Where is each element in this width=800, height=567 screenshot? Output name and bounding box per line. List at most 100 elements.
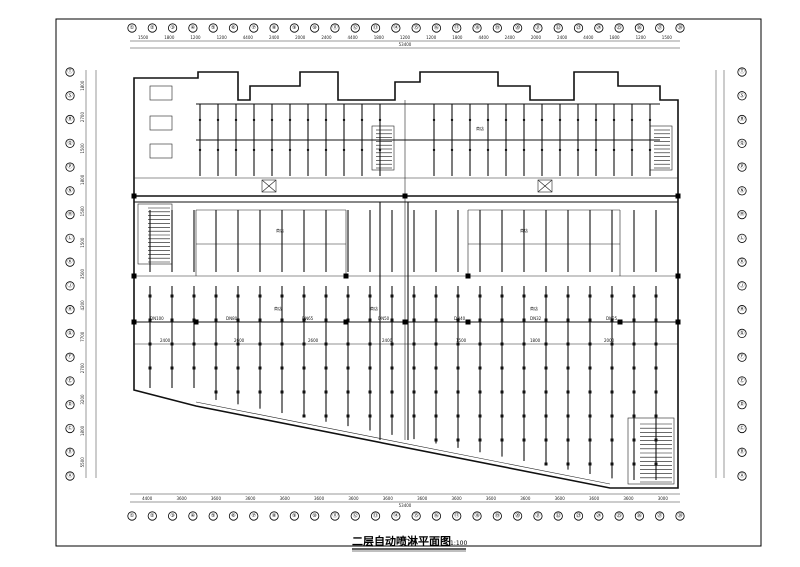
top-axis-bubble: ⑱	[472, 23, 482, 33]
top-axis-label: ⑬	[373, 24, 378, 31]
left-axis-label: Ⓜ	[67, 211, 72, 218]
right-axis-bubble: Ⓜ	[737, 209, 747, 220]
bottom-dimension-value: 3600	[348, 496, 359, 501]
bottom-axis-label: ⑦	[252, 513, 257, 519]
branch-dimension: 2600	[308, 338, 319, 343]
right-axis-label: Ⓚ	[739, 258, 744, 265]
bottom-axis-bubble: ㉘	[675, 511, 685, 521]
top-axis-label: ④	[191, 25, 196, 31]
bottom-axis-label: ③	[170, 513, 174, 519]
top-axis-label: ㉕	[617, 24, 622, 31]
right-axis-label: Ⓓ	[739, 401, 744, 408]
left-axis-bubble: Ⓜ	[65, 209, 75, 220]
bottom-axis-bubble: ⑤	[208, 511, 218, 521]
top-axis-bubble: ①	[127, 23, 137, 33]
top-axis-label: ①	[130, 25, 135, 31]
left-axis-bubble: Ⓖ	[65, 328, 75, 339]
bottom-axis-label: ㉘	[677, 512, 682, 519]
left-axis-bubble: Ⓠ	[65, 138, 75, 148]
bottom-axis-label: ⑨	[292, 513, 296, 519]
right-axis-label: Ⓒ	[739, 424, 744, 431]
room-labels: 商店商店商店商店商店商店	[274, 125, 538, 311]
left-axis-bubble: Ⓑ	[65, 447, 75, 457]
left-axis-bubble: Ⓛ	[65, 233, 75, 243]
bottom-axis-bubble: ㉗	[655, 511, 665, 521]
right-axis-bubble: Ⓒ	[737, 423, 747, 434]
drawing-frame	[55, 18, 762, 547]
room-label: 商店	[530, 305, 538, 311]
top-axis-bubble: ㉒	[553, 23, 563, 33]
left-axis-bubble: Ⓣ	[65, 67, 75, 77]
top-axis-label: ㉒	[556, 24, 561, 31]
left-dimension-value: 1800	[80, 425, 85, 436]
top-axis-bubble: ㉓	[573, 23, 584, 33]
branch-dimension: 2400	[160, 338, 171, 343]
top-axis-bubble: ③	[167, 23, 178, 33]
top-dimension-value: 4400	[348, 35, 359, 40]
left-axis-label: Ⓑ	[67, 448, 72, 455]
branch-dimension: 2600	[234, 338, 245, 343]
top-axis-bubble: ⑮	[411, 23, 421, 33]
top-dimension-value: 1800	[374, 35, 385, 40]
left-dimension-value: 3200	[80, 394, 85, 405]
bottom-axis-label: ⑤	[211, 513, 215, 519]
bottom-axis-bubble: ⑦	[249, 511, 259, 521]
scale-text: 1:100	[450, 540, 467, 547]
top-dimension-value: 4400	[583, 35, 594, 40]
bottom-axis-bubble: ⑨	[289, 511, 299, 521]
top-axis-bubble: ⑨	[289, 23, 299, 33]
top-axis-bubble: ⑭	[391, 23, 401, 33]
left-axis-bubble: Ⓢ	[65, 91, 75, 101]
room-label: 商店	[274, 305, 282, 311]
bottom-axis-label: ㉑	[535, 512, 540, 519]
bottom-axis-bubble: ⑪	[330, 511, 340, 521]
left-dimension-value: 1800	[80, 80, 85, 91]
bottom-axis-bubble: ⑥	[228, 511, 239, 521]
left-axis-bubble: Ⓐ	[65, 471, 75, 481]
right-axis-bubble: Ⓗ	[737, 305, 747, 315]
bottom-axis-label: ①	[130, 513, 135, 519]
top-axis-bubble: ⑪	[330, 23, 340, 33]
right-axis-label: Ⓝ	[739, 187, 744, 194]
left-axis-bubble: Ⓝ	[65, 186, 75, 196]
top-dimension-value: 1200	[400, 35, 411, 40]
left-axis-label: Ⓣ	[67, 68, 72, 75]
top-axis-label: ㉑	[535, 24, 540, 31]
right-axis-label: Ⓢ	[739, 92, 744, 99]
top-axis-bubble: ㉕	[614, 23, 624, 33]
bottom-axis-bubble: ㉔	[594, 511, 604, 521]
top-dimension-value: 2000	[295, 35, 306, 40]
left-dimension-value: 5500	[80, 457, 85, 468]
pipe-size-label: DN50	[378, 316, 390, 321]
right-axis-label: Ⓐ	[739, 472, 744, 479]
right-axis-bubble: Ⓠ	[737, 138, 747, 148]
left-axis-label: Ⓚ	[67, 258, 72, 265]
bottom-axis-bubble: ㉓	[573, 511, 584, 521]
top-axis-label: ⑫	[353, 24, 358, 31]
bottom-axis-bubble: ①	[127, 511, 137, 521]
right-axis-bubble: Ⓡ	[737, 114, 747, 125]
top-axis-bubble: ④	[188, 23, 198, 33]
pipe-size-label: DN32	[530, 316, 542, 321]
bottom-axis-bubble: ㉑	[533, 511, 543, 521]
bottom-axis-bubble: ⑱	[472, 511, 482, 521]
bottom-dimension-value: 3000	[658, 496, 669, 501]
room-label: 商店	[476, 125, 484, 131]
room-label: 商店	[520, 227, 528, 233]
branch-dimension: 2000	[604, 338, 615, 343]
left-dimension-value: 7700	[80, 331, 85, 342]
bottom-axis-label: ㉓	[576, 512, 581, 519]
top-axis-bubble: ⑦	[249, 23, 259, 33]
right-axis-bubble: Ⓟ	[737, 162, 747, 172]
left-axis-bubble: Ⓒ	[65, 423, 75, 434]
top-dimension-value: 1200	[636, 35, 647, 40]
elevator-left	[261, 179, 277, 193]
top-dimension-value: 4400	[243, 35, 254, 40]
bottom-axis-label: ⑮	[414, 512, 419, 519]
right-axis-label: Ⓛ	[739, 234, 744, 241]
pipe-size-label: DN25	[606, 316, 618, 321]
top-axis-label: ⑧	[272, 25, 277, 31]
top-axis-bubble: ⑤	[208, 23, 218, 33]
